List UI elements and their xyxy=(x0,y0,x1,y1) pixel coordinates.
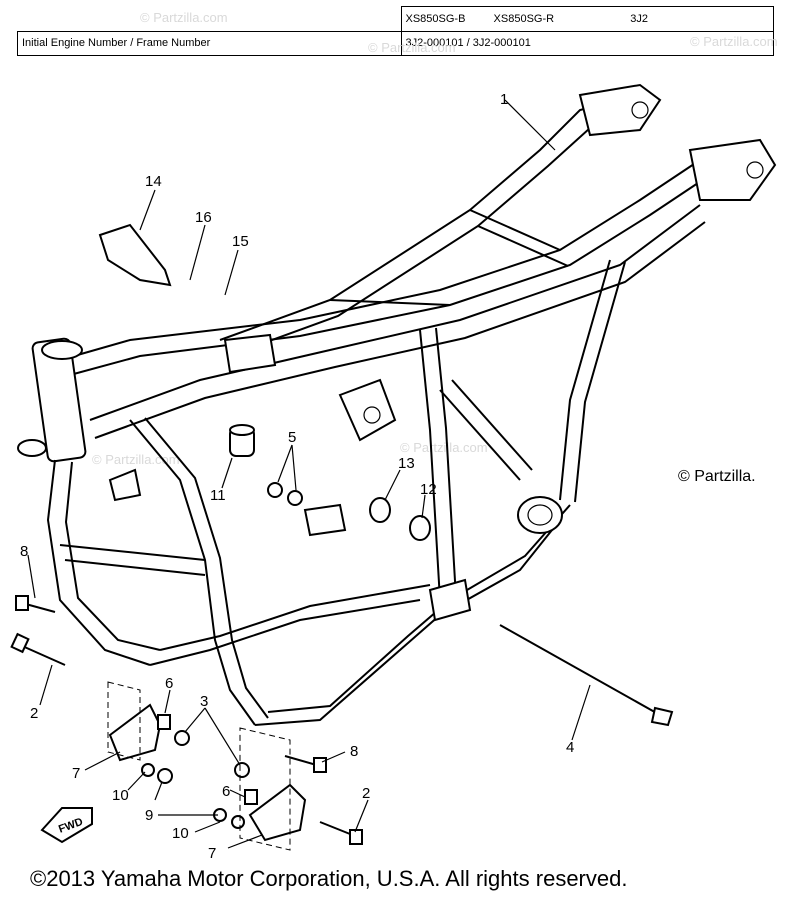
model-cell: XS850SG-B XS850SG-R 3J2 xyxy=(400,6,774,32)
part-14-cover xyxy=(98,223,172,287)
callout-14: 14 xyxy=(145,173,162,190)
callout-12: 12 xyxy=(420,481,437,498)
callout-2-left: 2 xyxy=(30,705,38,722)
part-4-long-bolt xyxy=(499,624,674,727)
callout-8-right: 8 xyxy=(350,743,358,760)
part-8-bolt-left xyxy=(15,595,56,613)
copyright-notice: ©2013 Yamaha Motor Corporation, U.S.A. A… xyxy=(30,866,628,891)
watermark: © Partzilla.com xyxy=(368,40,456,55)
callout-7-left: 7 xyxy=(72,765,80,782)
header-blank-cell xyxy=(17,6,402,32)
part-5-nuts xyxy=(267,482,303,506)
part-11-grommet xyxy=(229,424,255,457)
part-6-washers xyxy=(157,714,258,805)
model-r-label: XS850SG-R xyxy=(493,12,555,25)
watermark: © Partzilla.com xyxy=(140,10,228,25)
callout-5: 5 xyxy=(288,429,296,446)
part-13-bushing xyxy=(369,497,391,523)
part-7-bracket-left xyxy=(108,703,162,762)
part-12-bushing xyxy=(409,515,431,541)
part-8-bolt-right xyxy=(284,755,327,773)
callout-10-lower: 10 xyxy=(172,825,189,842)
model-b-label: XS850SG-B xyxy=(405,12,466,25)
part-2-bolt-left xyxy=(10,632,66,666)
leader-lines xyxy=(27,99,591,849)
callout-15: 15 xyxy=(232,233,249,250)
callout-3: 3 xyxy=(200,693,208,710)
callout-9: 9 xyxy=(145,807,153,824)
engine-number-value: 3J2-000101 / 3J2-000101 xyxy=(400,30,774,56)
callout-6-upper: 6 xyxy=(165,675,173,692)
callout-6-lower: 6 xyxy=(222,783,230,800)
parts-header-table: XS850SG-B XS850SG-R 3J2 Initial Engine N… xyxy=(17,6,774,56)
callout-16: 16 xyxy=(195,209,212,226)
part-3-nuts xyxy=(174,730,250,778)
callout-11: 11 xyxy=(210,487,226,504)
callout-4: 4 xyxy=(566,739,574,756)
fwd-arrow-icon: FWD xyxy=(40,807,93,844)
callout-13: 13 xyxy=(398,455,415,472)
partzilla-mark: © Partzilla. xyxy=(678,468,756,485)
callout-2-right: 2 xyxy=(362,785,370,802)
engine-number-label: Initial Engine Number / Frame Number xyxy=(17,30,402,56)
model-code-label: 3J2 xyxy=(630,12,648,25)
watermark: © Partzilla.com xyxy=(92,452,180,467)
frame-exploded-diagram: 1 14 16 15 11 5 13 12 8 2 6 3 7 10 9 6 1… xyxy=(10,83,777,860)
part-2-bolt-right xyxy=(319,821,363,845)
callout-7-right: 7 xyxy=(208,845,216,860)
watermark: © Partzilla.com xyxy=(690,34,778,49)
watermark: © Partzilla.com xyxy=(400,440,488,455)
main-frame xyxy=(17,83,777,726)
callout-1: 1 xyxy=(500,91,508,108)
callout-10-upper: 10 xyxy=(112,787,129,804)
part-7-bracket-right xyxy=(248,783,307,842)
callout-8-left: 8 xyxy=(20,543,28,560)
